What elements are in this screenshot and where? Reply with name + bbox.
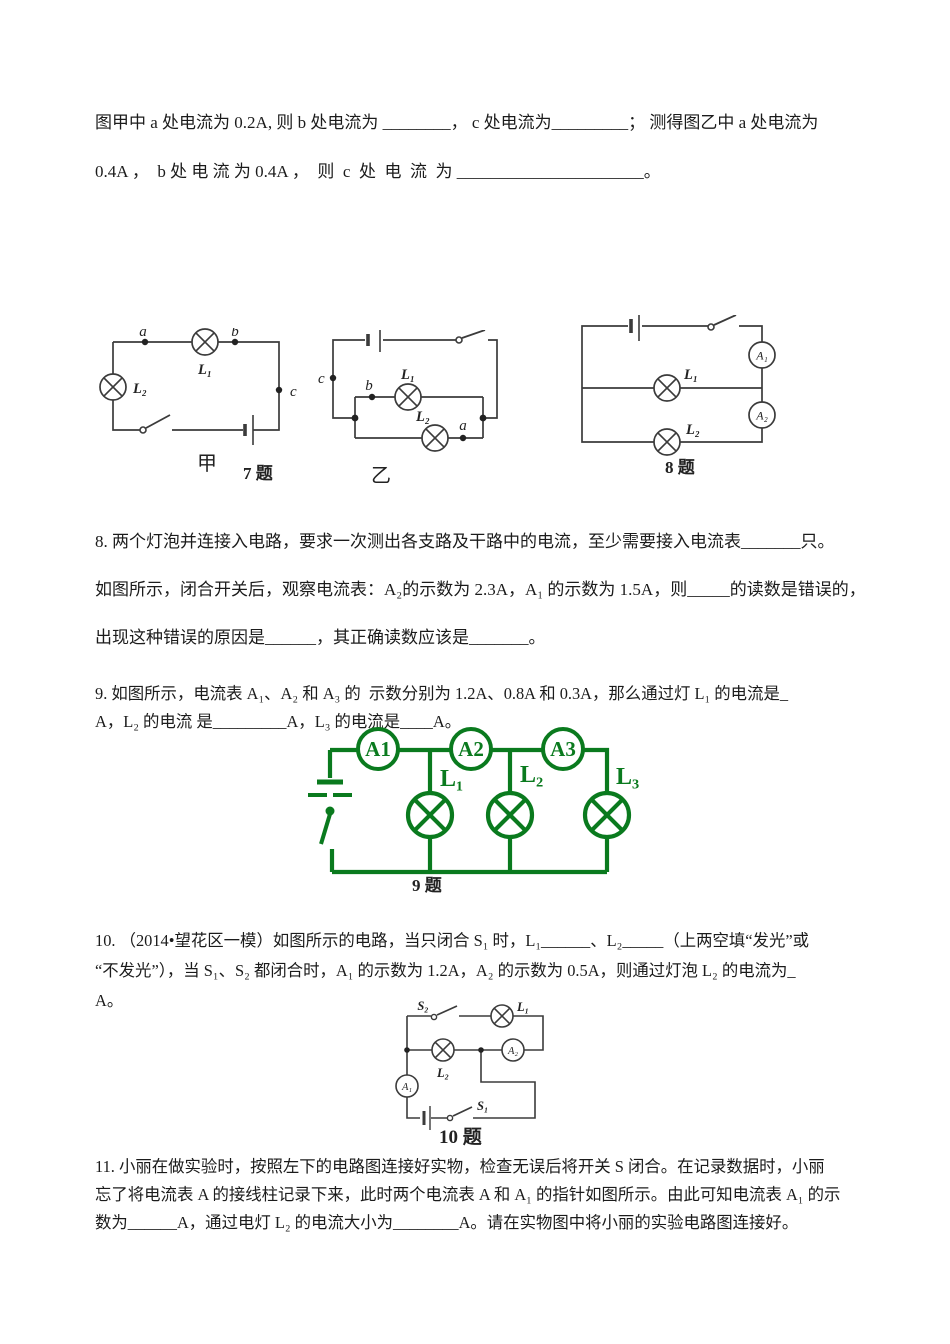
ammeter-a3-icon: A3 (541, 727, 585, 771)
point-b-label: b (231, 328, 239, 340)
lamp-l1-label: L₁ (440, 766, 463, 792)
lamp-l1-icon (408, 793, 452, 837)
circuit-figure-10: A₁ A₂ S₂ L₁ L₂ S₁ 10 题 (395, 1000, 544, 1148)
q8-line-2: 如图所示，闭合开关后，观察电流表：A₂的示数为 2.3A，A₁ 的示数为 1.5… (95, 580, 866, 599)
ammeter-a1-label: A₁ (401, 1082, 412, 1093)
ammeter-a2-label: A2 (458, 737, 484, 761)
lamp-l1-label: L₁ (400, 367, 415, 383)
figure-number-7: 7 题 (243, 464, 274, 483)
lamp-l1-label: L₁ (516, 1000, 529, 1014)
battery-icon (366, 330, 381, 352)
switch-icon (707, 315, 737, 331)
ammeter-a2-icon: A₂ (501, 1038, 525, 1062)
junction-left (404, 1047, 410, 1053)
q9-line-2: A，L₂ 的电流 是_________A，L₃ 的电流是____A。 (95, 712, 462, 731)
switch-icon (455, 330, 486, 344)
ammeter-a1-label: A₁ (755, 349, 768, 363)
lamp-l2-icon (653, 428, 681, 456)
switch-s2-label: S₂ (417, 1000, 428, 1013)
ammeter-a2-icon: A2 (449, 727, 493, 771)
ammeter-a1-label: A1 (365, 737, 391, 761)
q10-line-1: 10. （2014•望花区一模）如图所示的电路，当只闭合 S₁ 时，L₁____… (95, 931, 809, 950)
wire (327, 747, 610, 875)
lamp-l2-icon (99, 373, 127, 401)
lamp-l1-label: L₁ (683, 367, 698, 383)
q11-line-3: 数为______A，通过电灯 L₂ 的电流大小为________A。请在实物图中… (95, 1213, 799, 1232)
lamp-l3-icon (585, 793, 629, 837)
switch-icon (319, 806, 335, 845)
point-c-label: c (290, 384, 297, 400)
node-a (459, 434, 467, 442)
lamp-l2-label: L₂ (520, 762, 543, 788)
point-a-label: a (459, 418, 467, 434)
lamp-l1-icon (394, 383, 422, 411)
lamp-l2-icon (431, 1038, 455, 1062)
circuit-figure-yi: c b a L₁ L₂ 乙 (318, 330, 498, 487)
q9-line-1: 9. 如图所示，电流表 A₁、A₂ 和 A₃ 的 示数分别为 1.2A、0.8A… (95, 684, 789, 703)
q11-line-1: 11. 小丽在做实验时，按照左下的电路图连接好实物，检查无误后将开关 S 闭合。… (95, 1157, 825, 1176)
battery-icon (243, 415, 254, 445)
ammeter-a3-label: A3 (550, 737, 576, 761)
node-c (275, 386, 283, 394)
lamp-l2-icon (488, 793, 532, 837)
lamp-l2-label: L₂ (132, 381, 147, 397)
lamp-l1-icon (490, 1004, 514, 1028)
figure-number-8: 8 题 (665, 458, 696, 477)
node-b (368, 393, 376, 401)
junction-right (479, 414, 487, 422)
ammeter-a1-icon: A1 (356, 727, 400, 771)
ammeter-a1-icon: A₁ (748, 341, 776, 369)
circuit-figure-8: A₁ A₂ L₁ L₂ 8 题 (581, 315, 776, 477)
lamp-l1-icon (191, 328, 219, 356)
q8-line-1: 8. 两个灯泡并连接入电路，要求一次测出各支路及干路中的电流，至少需要接入电流表… (95, 532, 835, 551)
q8-line-3: 出现这种错误的原因是______，其正确读数应该是_______。 (95, 628, 546, 647)
figure-caption-jia: 甲 (197, 453, 217, 475)
node-c (329, 374, 337, 382)
lamp-l2-label: L₂ (685, 422, 700, 438)
lamp-l3-label: L₃ (616, 764, 639, 790)
lamp-l1-icon (653, 374, 681, 402)
ammeter-a2-label: A₂ (755, 409, 768, 423)
figure-caption-yi: 乙 (371, 465, 391, 487)
point-c-label: c (318, 371, 325, 387)
q10-line-3: A。 (95, 991, 124, 1010)
lamp-l2-icon (421, 424, 449, 452)
junction-left (351, 414, 359, 422)
point-a-label: a (139, 328, 147, 340)
switch-s1-label: S₁ (477, 1099, 488, 1113)
circuit-figure-jia: a b c L₁ L₂ 甲 7 题 (99, 328, 297, 483)
ammeter-a1-icon: A₁ (395, 1074, 419, 1098)
battery-icon (422, 1106, 431, 1130)
intro-line-1: 图甲中 a 处电流为 0.2A, 则 b 处电流为 ________， c 处电… (95, 113, 819, 132)
lamp-l2-label: L₂ (415, 409, 430, 425)
figure-number-9: 9 题 (412, 876, 443, 894)
q11-line-2: 忘了将电流表 A 的接线柱记录下来，此时两个电流表 A 和 A₁ 的指针如图所示… (95, 1185, 841, 1204)
ammeter-a2-label: A₂ (507, 1046, 518, 1057)
point-b-label: b (365, 378, 373, 394)
battery-icon (308, 779, 352, 797)
wire (406, 1015, 544, 1119)
junction-mid (478, 1047, 484, 1053)
figure-number-10: 10 题 (439, 1126, 482, 1148)
battery-icon (629, 315, 640, 341)
lamp-l1-label: L₁ (197, 362, 212, 378)
switch-s1-icon (446, 1106, 473, 1122)
ammeter-a2-icon: A₂ (748, 401, 776, 429)
switch-s2-icon (430, 1005, 458, 1021)
lamp-l2-label: L₂ (436, 1066, 449, 1080)
q10-line-2: “不发光”），当 S₁、S₂ 都闭合时，A₁ 的示数为 1.2A，A₂ 的示数为… (95, 961, 796, 980)
intro-line-2: 0.4A ， b 处 电 流 为 0.4A ， 则 c 处 电 流 为 ____… (95, 162, 661, 181)
node-a (141, 338, 149, 346)
node-b (231, 338, 239, 346)
circuit-figure-9: A1 A2 A3 L₁ L₂ L₃ 9 题 (308, 727, 639, 894)
switch-icon (139, 414, 171, 434)
